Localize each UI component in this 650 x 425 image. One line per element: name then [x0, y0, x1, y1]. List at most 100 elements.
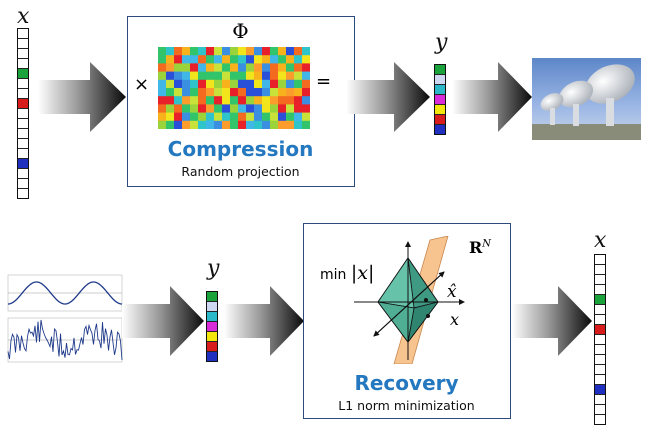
- matrix-cell: [206, 112, 215, 122]
- matrix-cell: [174, 63, 183, 72]
- matrix-cell: [222, 104, 231, 113]
- matrix-cell: [294, 63, 303, 72]
- vector-cell: [207, 292, 217, 302]
- vector-cell: [595, 315, 605, 325]
- radio-telescope-image: [532, 58, 641, 140]
- matrix-cell: [278, 71, 287, 81]
- matrix-cell: [214, 104, 223, 113]
- matrix-cell: [238, 63, 247, 72]
- x-hat-label: x̂: [447, 282, 457, 302]
- matrix-cell: [182, 47, 191, 56]
- matrix-cell: [206, 63, 215, 72]
- matrix-cell: [198, 96, 207, 105]
- matrix-cell: [238, 88, 247, 97]
- vector-cell: [595, 275, 605, 285]
- matrix-cell: [166, 96, 175, 105]
- matrix-cell: [238, 71, 247, 81]
- matrix-cell: [190, 88, 199, 97]
- matrix-cell: [278, 63, 287, 72]
- matrix-cell: [182, 88, 191, 97]
- matrix-cell: [182, 63, 191, 72]
- vector-cell: [18, 49, 28, 59]
- matrix-cell: [182, 112, 191, 122]
- phi-label: Φ: [232, 19, 249, 43]
- matrix-cell: [278, 112, 287, 122]
- matrix-cell: [158, 104, 167, 113]
- matrix-cell: [302, 63, 311, 72]
- vector-cell: [18, 99, 28, 109]
- matrix-cell: [262, 79, 271, 89]
- compression-title: Compression: [167, 137, 314, 161]
- matrix-cell: [174, 79, 183, 89]
- matrix-cell: [270, 79, 279, 89]
- matrix-cell: [254, 120, 263, 130]
- vector-cell: [595, 335, 605, 345]
- matrix-cell: [278, 120, 287, 130]
- matrix-cell: [222, 55, 231, 64]
- matrix-cell: [270, 55, 279, 64]
- vector-cell: [595, 285, 605, 295]
- matrix-cell: [238, 104, 247, 113]
- matrix-cell: [246, 63, 255, 72]
- matrix-cell: [302, 96, 311, 105]
- matrix-cell: [270, 112, 279, 122]
- matrix-cell: [286, 96, 295, 105]
- vector-cell: [18, 189, 28, 198]
- matrix-cell: [206, 71, 215, 81]
- matrix-cell: [158, 55, 167, 64]
- matrix-cell: [182, 96, 191, 105]
- matrix-cell: [174, 55, 183, 64]
- top-y-vector: [434, 64, 447, 135]
- matrix-cell: [158, 112, 167, 122]
- matrix-cell: [182, 120, 191, 130]
- bottom-y-label: y: [207, 256, 220, 281]
- vector-cell: [595, 375, 605, 385]
- matrix-cell: [166, 55, 175, 64]
- vector-cell: [18, 89, 28, 99]
- matrix-cell: [230, 96, 239, 105]
- matrix-cell: [246, 55, 255, 64]
- matrix-cell: [214, 88, 223, 97]
- matrix-cell: [190, 112, 199, 122]
- matrix-cell: [190, 96, 199, 105]
- matrix-cell: [294, 88, 303, 97]
- matrix-cell: [214, 55, 223, 64]
- vector-cell: [595, 385, 605, 395]
- matrix-cell: [254, 47, 263, 56]
- min-prefix: min: [320, 267, 347, 283]
- space-letter: R: [469, 238, 483, 257]
- matrix-cell: [238, 55, 247, 64]
- matrix-cell: [286, 79, 295, 89]
- matrix-cell: [174, 104, 183, 113]
- arrow-y-to-recovery: [224, 286, 306, 361]
- matrix-cell: [230, 47, 239, 56]
- vector-cell: [595, 365, 605, 375]
- matrix-cell: [214, 79, 223, 89]
- matrix-cell: [302, 104, 311, 113]
- matrix-cell: [246, 112, 255, 122]
- matrix-cell: [182, 79, 191, 89]
- recovery-box: min |x| RN x̂ x Recovery L1 norm: [303, 223, 511, 419]
- matrix-cell: [262, 112, 271, 122]
- vector-cell: [18, 129, 28, 139]
- matrix-cell: [158, 47, 167, 56]
- phi-matrix: [158, 47, 311, 134]
- matrix-cell: [270, 120, 279, 130]
- matrix-cell: [166, 112, 175, 122]
- matrix-cell: [206, 104, 215, 113]
- matrix-cell: [270, 96, 279, 105]
- matrix-cell: [190, 120, 199, 130]
- matrix-cell: [222, 88, 231, 97]
- vector-cell: [595, 415, 605, 424]
- vector-cell: [18, 39, 28, 49]
- matrix-cell: [254, 112, 263, 122]
- matrix-cell: [246, 71, 255, 81]
- matrix-cell: [294, 71, 303, 81]
- matrix-cell: [222, 96, 231, 105]
- matrix-cell: [166, 120, 175, 130]
- vector-cell: [18, 69, 28, 79]
- arrow-signal-to-y: [122, 286, 206, 361]
- matrix-cell: [166, 79, 175, 89]
- matrix-cell: [270, 104, 279, 113]
- vector-cell: [435, 115, 445, 125]
